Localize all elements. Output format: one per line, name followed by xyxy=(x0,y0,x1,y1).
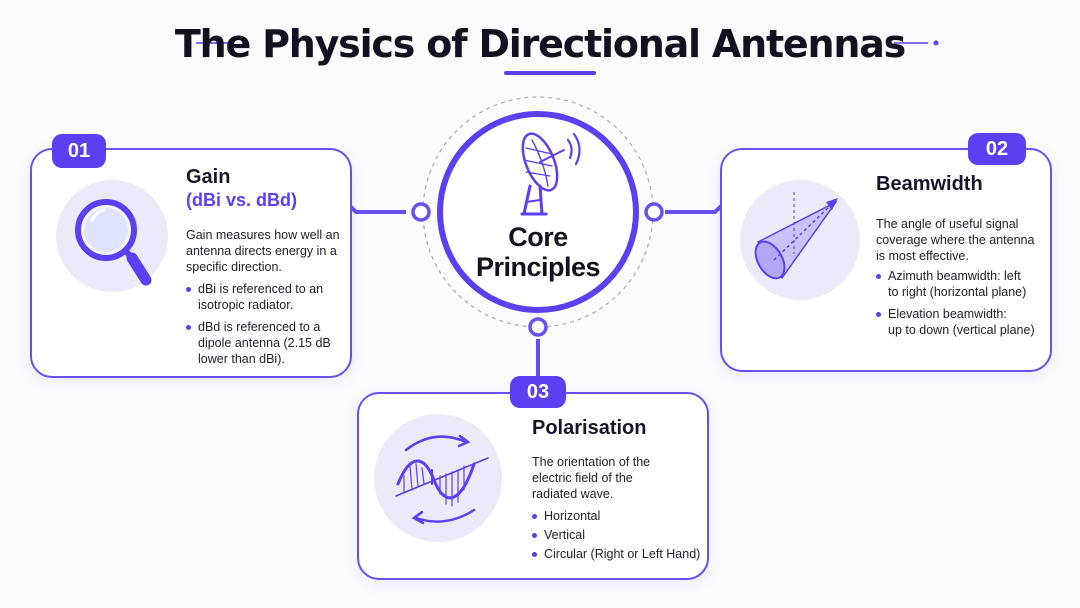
polarisation-description: The orientation of the electric field of… xyxy=(532,454,702,502)
gain-description: Gain measures how well an antenna direct… xyxy=(186,227,346,275)
desc-line: coverage where the antenna xyxy=(876,233,1035,247)
desc-line: The angle of useful signal xyxy=(876,217,1019,231)
polarisation-bullet-circular: Circular (Right or Left Hand) xyxy=(532,546,704,562)
right-node xyxy=(644,202,664,222)
bullet-line: Elevation beamwidth: xyxy=(888,307,1007,321)
polarisation-bullet-horizontal: Horizontal xyxy=(532,508,704,524)
desc-line: radiated wave. xyxy=(532,487,614,501)
gain-bullet-dbi: dBi is referenced to an isotropic radiat… xyxy=(186,281,346,313)
desc-line: The orientation of the xyxy=(532,455,651,469)
core-line-2: Principles xyxy=(475,252,601,282)
badge-03: 03 xyxy=(510,376,566,408)
bullet-line: Azimuth beamwidth: left xyxy=(888,269,1021,283)
bullet-line: lower than dBi). xyxy=(198,352,285,366)
bullet-line: dBi is referenced to an xyxy=(198,282,324,296)
core-principles-label: Core Principles xyxy=(448,222,628,282)
bullet-line: isotropic radiator. xyxy=(198,298,294,312)
bullet-line: dBd is referenced to a xyxy=(198,320,321,334)
desc-line: Gain measures how well an xyxy=(186,228,340,242)
bullet-line: to right (horizontal plane) xyxy=(888,285,1027,299)
polarisation-bullets: Horizontal Vertical Circular (Right or L… xyxy=(532,508,704,562)
badge-02: 02 xyxy=(968,133,1026,165)
bullet-line: up to down (vertical plane) xyxy=(888,323,1035,337)
beamwidth-description: The angle of useful signal coverage wher… xyxy=(876,216,1046,264)
title-row: The Physics of Directional Antennas xyxy=(0,18,1080,78)
beamwidth-bullet-elevation: Elevation beamwidth: up to down (vertica… xyxy=(876,306,1046,338)
beamwidth-bullets: Azimuth beamwidth: left to right (horizo… xyxy=(876,268,1046,338)
cone-beam-icon xyxy=(754,192,838,280)
title-decoration-left xyxy=(186,40,230,46)
desc-line: antenna directs energy in a xyxy=(186,244,337,258)
core-line-1: Core xyxy=(508,222,568,252)
gain-title: Gain xyxy=(186,166,231,188)
badge-01: 01 xyxy=(52,134,106,168)
title-decoration-right xyxy=(894,40,939,46)
desc-line: electric field of the xyxy=(532,471,633,485)
bullet-line: Horizontal xyxy=(544,509,601,523)
desc-line: specific direction. xyxy=(186,260,282,274)
page-title: The Physics of Directional Antennas xyxy=(174,22,906,66)
beamwidth-title: Beamwidth xyxy=(876,173,983,195)
bottom-node xyxy=(528,317,548,337)
bullet-line: Vertical xyxy=(544,528,585,542)
sine-wave-rotation-icon xyxy=(395,434,489,525)
left-node xyxy=(411,202,431,222)
gain-subtitle: (dBi vs. dBd) xyxy=(186,190,297,210)
bullet-line: Circular (Right or Left Hand) xyxy=(544,547,701,561)
bullet-line: dipole antenna (2.15 dB xyxy=(198,336,331,350)
desc-line: is most effective. xyxy=(876,249,969,263)
beamwidth-bullet-azimuth: Azimuth beamwidth: left to right (horizo… xyxy=(876,268,1046,300)
satellite-dish-icon xyxy=(520,132,581,216)
title-underline xyxy=(504,71,596,75)
gain-bullets: dBi is referenced to an isotropic radiat… xyxy=(186,281,346,367)
polarisation-bullet-vertical: Vertical xyxy=(532,527,704,543)
polarisation-title: Polarisation xyxy=(532,417,647,439)
magnifying-glass-icon xyxy=(75,199,152,286)
gain-bullet-dbd: dBd is referenced to a dipole antenna (2… xyxy=(186,319,346,367)
